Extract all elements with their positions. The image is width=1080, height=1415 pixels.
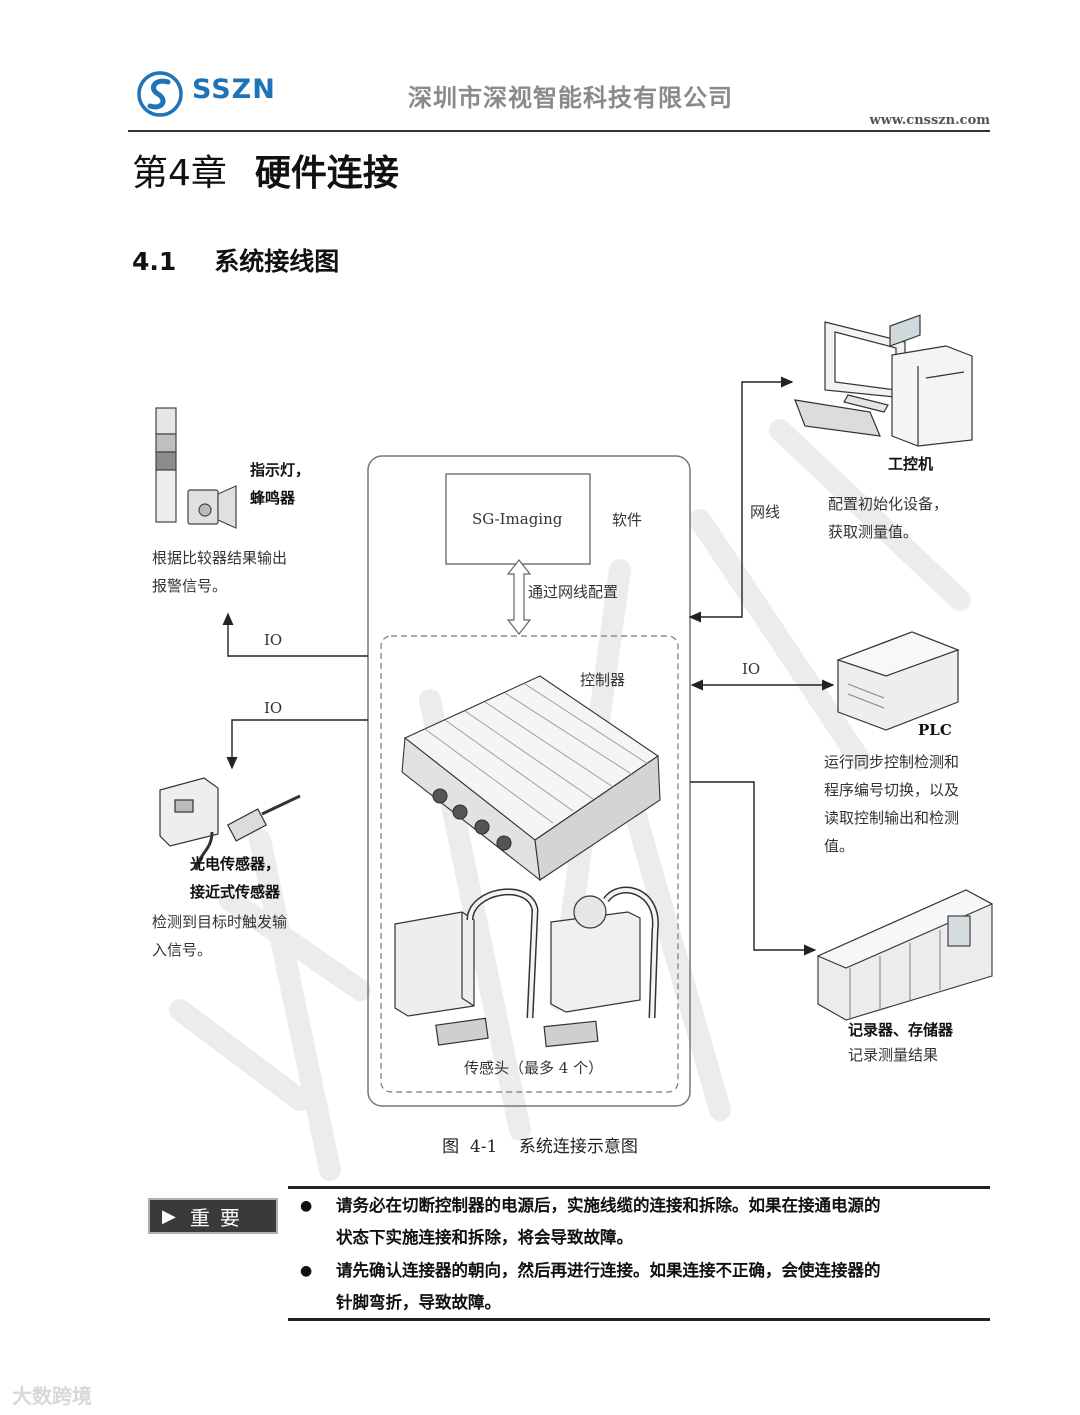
recorder-title: 记录器、存储器 <box>848 1021 954 1039</box>
system-box <box>367 455 691 1107</box>
io-label-top: IO <box>264 631 283 649</box>
important-note-2: ● 请先确认连接器的朝向，然后再进行连接。如果连接不正确，会使连接器的 针脚弯折… <box>300 1255 980 1319</box>
signal-tower-icon <box>155 407 177 523</box>
important-tag: ▶ 重要 <box>148 1198 278 1234</box>
important-tag-text: 重要 <box>189 1205 250 1230</box>
sensor-head-2-icon <box>543 886 659 1048</box>
buzzer-icon <box>187 485 237 529</box>
plc-desc-1: 运行同步控制检测和 <box>824 753 960 771</box>
bullet-icon: ● <box>300 1198 313 1214</box>
section-title: 4.1 系统接线图 <box>132 242 339 278</box>
website-url: www.cnsszn.com <box>869 113 991 128</box>
play-triangle-icon: ▶ <box>162 1205 176 1227</box>
industrial-pc-icon <box>794 321 973 447</box>
pc-title: 工控机 <box>888 455 934 473</box>
figure-caption: 图 4-1 系统连接示意图 <box>442 1137 638 1157</box>
sensor-desc-2: 入信号。 <box>152 941 213 959</box>
sensor-title-1: 光电传感器， <box>190 855 281 873</box>
network-cable-label: 网线 <box>750 503 781 521</box>
note-2-line-1: 请先确认连接器的朝向，然后再进行连接。如果连接不正确，会使连接器的 <box>336 1261 881 1280</box>
note-1-line-1: 请务必在切断控制器的电源后，实施线缆的连接和拆除。如果在接通电源的 <box>336 1196 881 1215</box>
company-name: 深圳市深视智能科技有限公司 <box>408 84 733 112</box>
chapter-title: 第4章硬件连接 <box>132 144 399 196</box>
plc-io-label: IO <box>742 660 761 678</box>
section-number: 4.1 <box>132 247 177 276</box>
chapter-name: 硬件连接 <box>254 153 399 194</box>
recorder-storage-icon <box>816 889 994 1021</box>
sensor-title-2: 接近式传感器 <box>190 883 281 901</box>
line-recorder <box>690 781 817 956</box>
proximity-sensor-icon <box>226 794 301 842</box>
pc-desc-2: 获取测量值。 <box>828 523 919 541</box>
controller-device-icon <box>401 675 661 882</box>
bullet-icon: ● <box>300 1263 313 1279</box>
signal-light-title-2: 蜂鸣器 <box>250 489 296 507</box>
company-logo-icon <box>137 71 183 117</box>
plc-desc-2: 程序编号切换，以及 <box>824 781 960 799</box>
note-1-line-2: 状态下实施连接和拆除，将会导致故障。 <box>336 1228 633 1247</box>
important-rule-top <box>288 1186 990 1189</box>
plc-desc-4: 值。 <box>824 837 855 855</box>
important-note-1: ● 请务必在切断控制器的电源后，实施线缆的连接和拆除。如果在接通电源的 状态下实… <box>300 1190 980 1254</box>
software-label: 软件 <box>612 511 643 529</box>
corner-watermark: 大数跨境 <box>12 1384 92 1408</box>
sensor-head-label: 传感头（最多 4 个） <box>464 1059 604 1077</box>
pc-desc-1: 配置初始化设备， <box>828 495 949 513</box>
important-rule-bottom <box>288 1318 990 1321</box>
software-box <box>445 473 591 565</box>
logo-text: SSZN <box>192 74 276 105</box>
signal-light-desc-2: 报警信号。 <box>152 577 228 595</box>
sensor-head-1-icon <box>394 888 539 1046</box>
io-line-sensor <box>226 719 368 770</box>
signal-light-title-1: 指示灯， <box>250 461 311 479</box>
io-label-bottom: IO <box>264 699 283 717</box>
header-divider <box>128 130 990 132</box>
controller-box <box>380 635 679 1093</box>
sensor-desc-1: 检测到目标时触发输 <box>152 913 288 931</box>
controller-label: 控制器 <box>580 671 626 689</box>
plc-icon <box>836 314 960 731</box>
recorder-desc: 记录测量结果 <box>848 1046 939 1064</box>
section-name: 系统接线图 <box>214 247 340 276</box>
config-arrow <box>506 559 532 635</box>
network-line-pc <box>688 376 794 623</box>
chapter-number: 第4章 <box>132 153 227 194</box>
config-label: 通过网线配置 <box>528 583 619 601</box>
io-line-signal-light <box>222 612 368 657</box>
note-2-line-2: 针脚弯折，导致故障。 <box>336 1293 501 1312</box>
software-name: SG-Imaging <box>472 510 563 528</box>
photoelectric-sensor-icon <box>159 777 219 871</box>
signal-light-desc-1: 根据比较器结果输出 <box>152 549 288 567</box>
plc-desc-3: 读取控制输出和检测 <box>824 809 960 827</box>
plc-title: PLC <box>918 721 952 739</box>
